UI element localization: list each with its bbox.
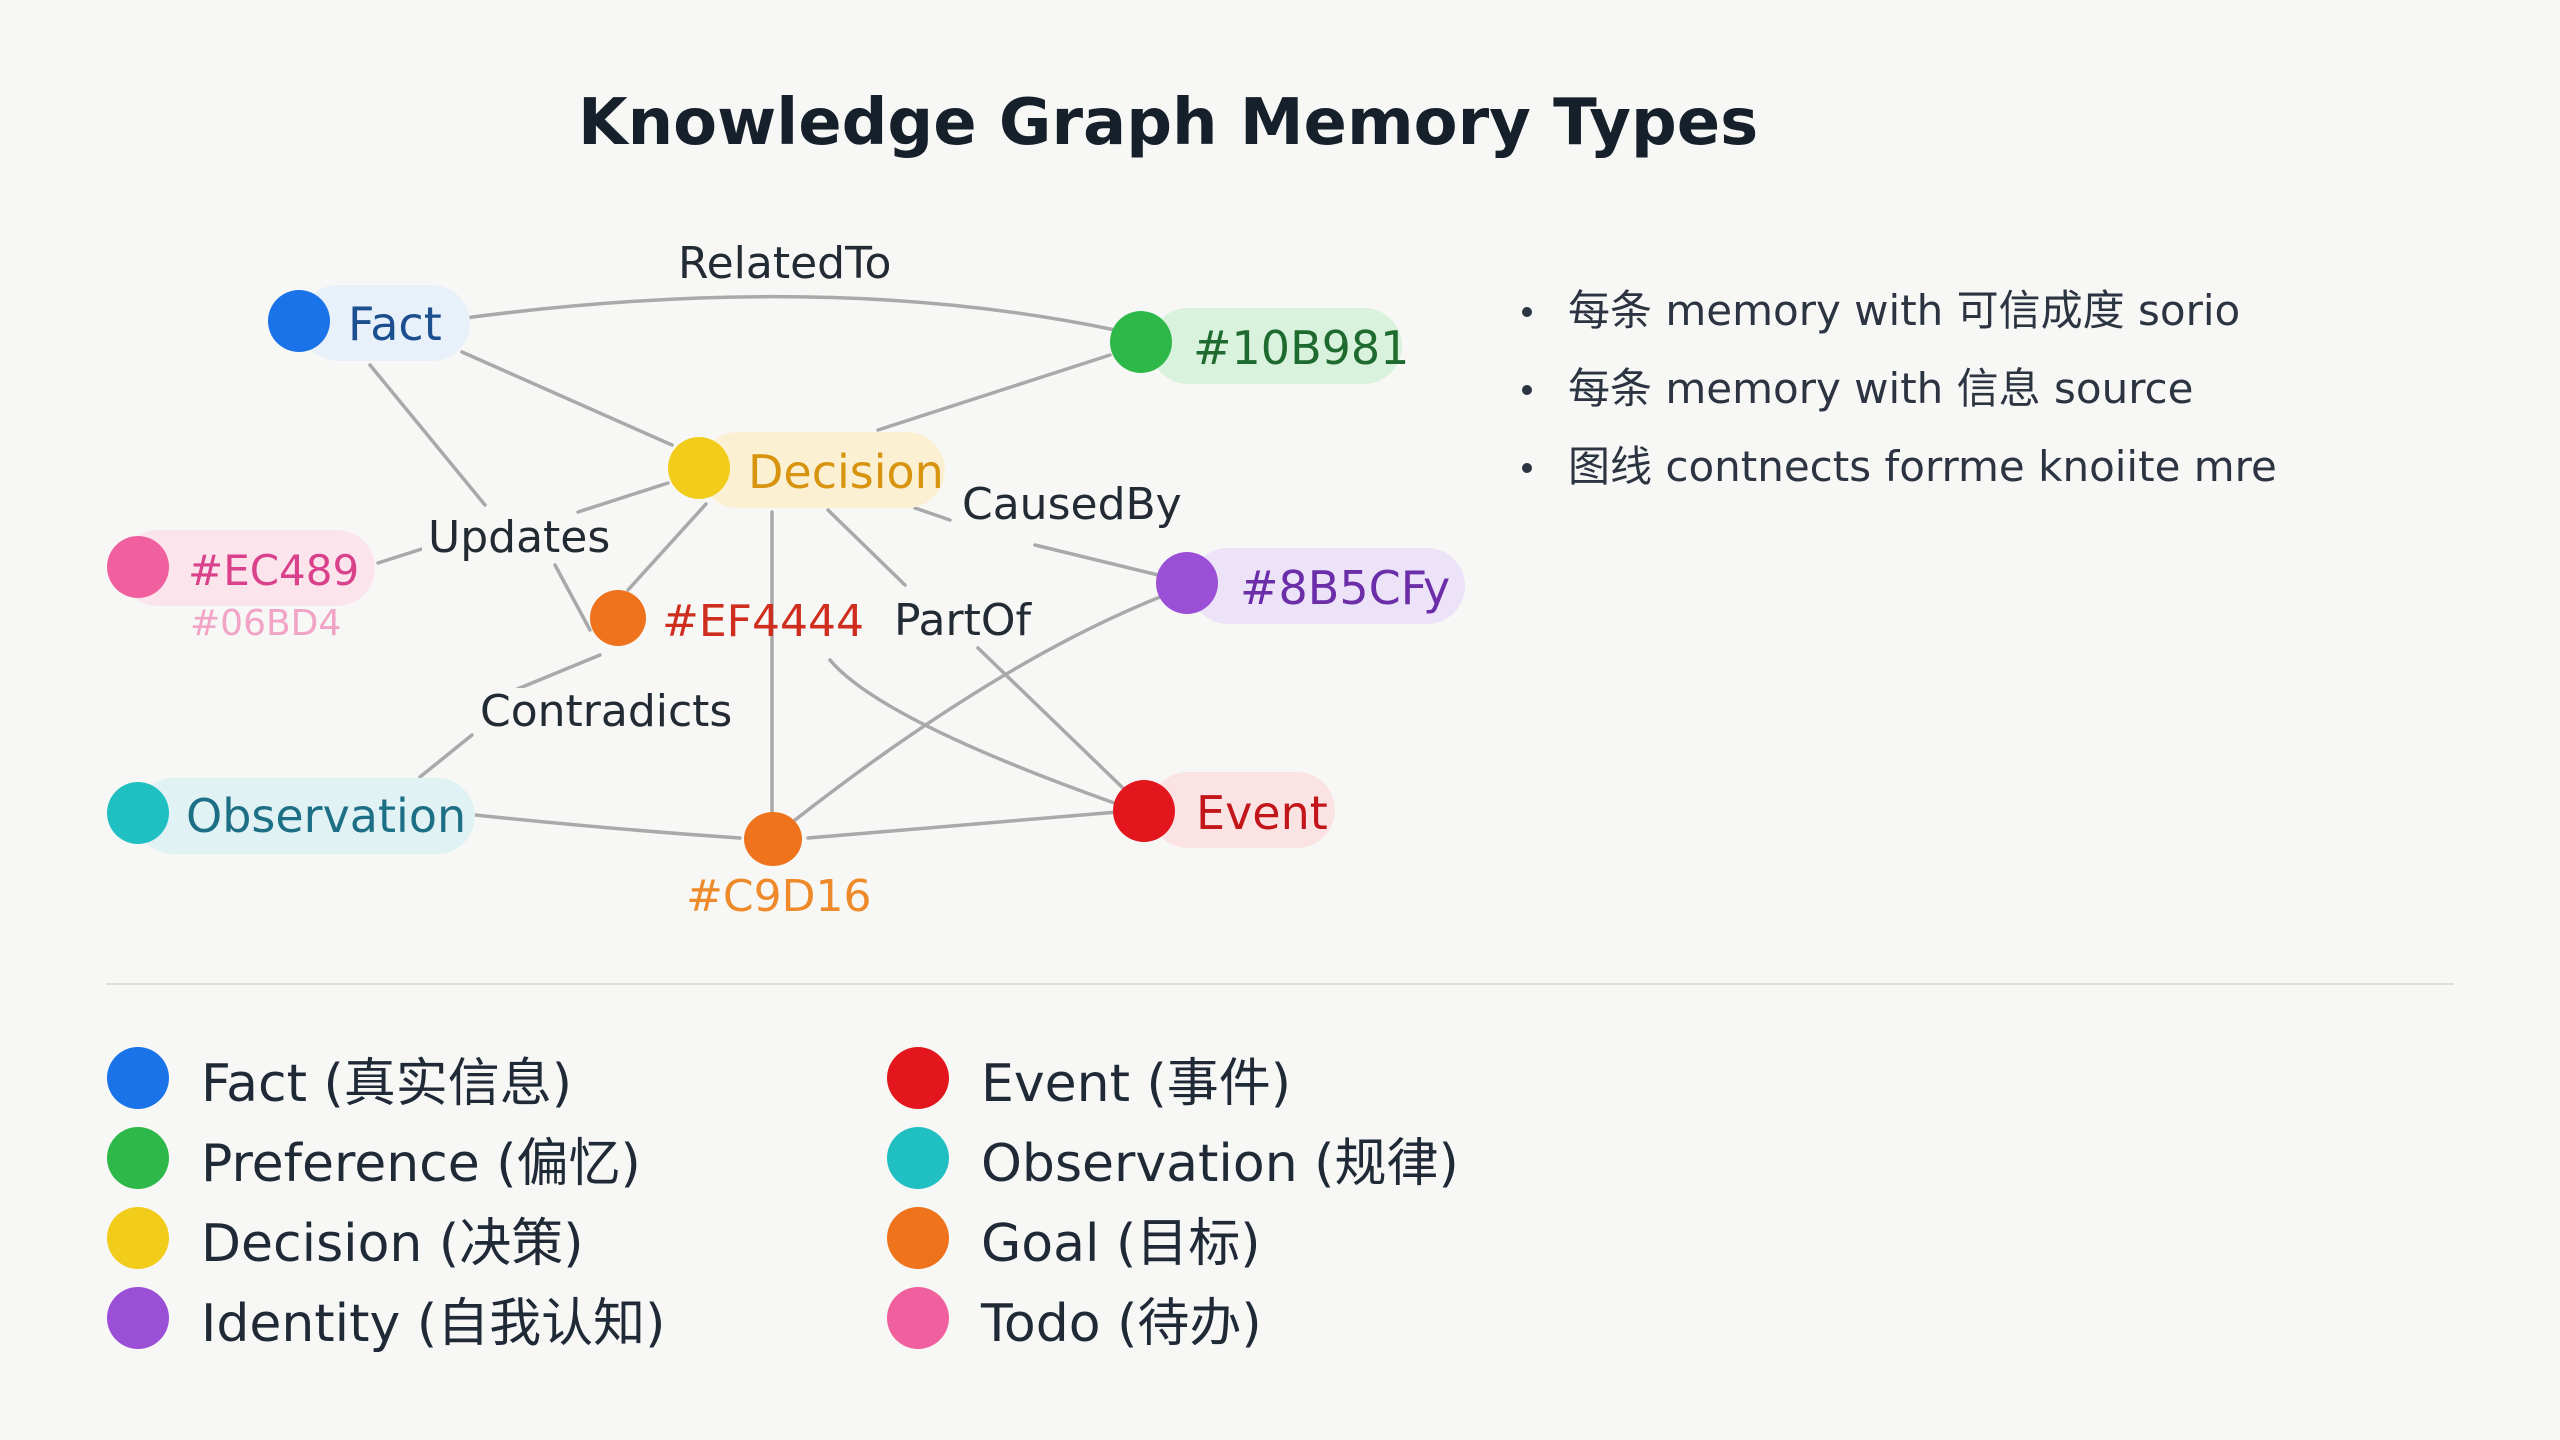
legend-divider bbox=[106, 983, 2454, 985]
node-event-pill[interactable] bbox=[1150, 772, 1335, 848]
node-purple-label: #8B5CFy bbox=[1240, 561, 1451, 615]
node-green-label: #10B981 bbox=[1193, 321, 1410, 375]
legend-right-column: Event (事件) Observation (规律) Goal (目标) To… bbox=[887, 1038, 1459, 1358]
legend-swatch-fact bbox=[107, 1047, 169, 1109]
legend-item-goal: Goal (目标) bbox=[887, 1198, 1459, 1278]
legend-swatch-observation bbox=[887, 1127, 949, 1189]
edge-decision-partof bbox=[826, 508, 907, 587]
legend-label: Event (事件) bbox=[981, 1053, 1292, 1114]
bullet-dot bbox=[1522, 385, 1532, 395]
edge-decision-causedby bbox=[913, 506, 952, 522]
legend-label: Observation (规律) bbox=[981, 1133, 1459, 1194]
legend-label: Decision (决策) bbox=[201, 1213, 584, 1274]
info-bullets: 每条 memory with 可信成度 sorio 每条 memory with… bbox=[1512, 272, 2277, 506]
node-observation-pill[interactable] bbox=[135, 778, 475, 854]
bullet-dot bbox=[1522, 307, 1532, 317]
legend-left-column: Fact (真实信息) Preference (偏忆) Decision (决策… bbox=[107, 1038, 665, 1358]
legend-label: Goal (目标) bbox=[981, 1213, 1261, 1274]
edge-decision-redsmall bbox=[626, 502, 708, 592]
legend-label: Preference (偏忆) bbox=[201, 1133, 641, 1194]
legend-swatch-todo bbox=[887, 1287, 949, 1349]
edge-causedby-purple bbox=[1033, 543, 1160, 577]
legend-item-event: Event (事件) bbox=[887, 1038, 1459, 1118]
edge-observation-orange bbox=[473, 813, 742, 840]
bullet-text: 每条 memory with 可信成度 sorio bbox=[1568, 286, 2241, 335]
node-observation-dot[interactable] bbox=[107, 782, 169, 844]
bullet-dot bbox=[1522, 463, 1532, 473]
node-event-label: Event bbox=[1196, 786, 1328, 840]
bullet-item: 图线 contnects forrme knoiite mre bbox=[1512, 428, 2277, 506]
legend-item-observation: Observation (规律) bbox=[887, 1118, 1459, 1198]
node-observation-label: Observation bbox=[186, 789, 467, 843]
edge-label-contradicts: Contradicts bbox=[474, 688, 739, 736]
node-green-dot[interactable] bbox=[1110, 311, 1172, 373]
node-event-dot[interactable] bbox=[1113, 780, 1175, 842]
edge-contradicts-observation bbox=[418, 733, 474, 779]
legend-label: Fact (真实信息) bbox=[201, 1053, 573, 1114]
legend-swatch-preference bbox=[107, 1127, 169, 1189]
node-green-pill[interactable] bbox=[1150, 308, 1402, 384]
bullet-item: 每条 memory with 可信成度 sorio bbox=[1512, 272, 2277, 350]
legend-item-decision: Decision (决策) bbox=[107, 1198, 665, 1278]
node-decision-dot[interactable] bbox=[668, 437, 730, 499]
edge-green-decision bbox=[876, 353, 1112, 432]
node-pink-label: #EC489 bbox=[188, 546, 360, 595]
edge-partof-event bbox=[976, 646, 1127, 792]
edge-fact-updates bbox=[368, 363, 487, 507]
legend-swatch-decision bbox=[107, 1207, 169, 1269]
edge-orange-purple bbox=[793, 593, 1167, 822]
node-decision-label: Decision bbox=[748, 445, 944, 499]
node-decision-pill[interactable] bbox=[700, 432, 945, 508]
legend-item-todo: Todo (待办) bbox=[887, 1278, 1459, 1358]
edge-label-related-to: RelatedTo bbox=[672, 240, 898, 288]
legend-swatch-event bbox=[887, 1047, 949, 1109]
edge-orange-event bbox=[806, 810, 1120, 840]
bullet-item: 每条 memory with 信息 source bbox=[1512, 350, 2277, 428]
node-purple-pill[interactable] bbox=[1190, 548, 1465, 624]
node-orange-dot[interactable] bbox=[744, 812, 802, 866]
edge-label-updates: Updates bbox=[422, 514, 617, 562]
node-red-small-label: #EF4444 bbox=[662, 596, 864, 647]
legend-swatch-identity bbox=[107, 1287, 169, 1349]
legend-swatch-goal bbox=[887, 1207, 949, 1269]
edge-decision-updates bbox=[576, 481, 670, 514]
node-fact-label: Fact bbox=[348, 297, 442, 351]
edge-label-part-of: PartOf bbox=[888, 597, 1037, 645]
node-orange-label: #C9D16 bbox=[686, 871, 872, 922]
diagram-title: Knowledge Graph Memory Types bbox=[578, 86, 1759, 160]
edge-redsmall-event bbox=[828, 658, 1122, 807]
node-pink-sublabel: #06BD4 bbox=[190, 603, 342, 644]
edge-label-caused-by: CausedBy bbox=[956, 481, 1188, 529]
edge-updates-redsmall bbox=[553, 563, 592, 632]
legend-label: Todo (待办) bbox=[981, 1293, 1262, 1354]
bullet-text: 每条 memory with 信息 source bbox=[1568, 364, 2194, 413]
edge-fact-green bbox=[463, 294, 1117, 332]
legend-label: Identity (自我认知) bbox=[201, 1293, 666, 1354]
legend-item-fact: Fact (真实信息) bbox=[107, 1038, 665, 1118]
node-fact-dot[interactable] bbox=[268, 290, 330, 352]
node-purple-dot[interactable] bbox=[1156, 552, 1218, 614]
legend-item-preference: Preference (偏忆) bbox=[107, 1118, 665, 1198]
node-pink-dot[interactable] bbox=[107, 536, 169, 598]
bullet-text: 图线 contnects forrme knoiite mre bbox=[1568, 442, 2277, 491]
edge-redsmall-contradicts bbox=[513, 653, 602, 692]
legend-item-identity: Identity (自我认知) bbox=[107, 1278, 665, 1358]
edge-fact-decision bbox=[460, 350, 674, 447]
edge-pink-updates bbox=[376, 545, 430, 565]
node-red-small-dot[interactable] bbox=[590, 590, 646, 646]
